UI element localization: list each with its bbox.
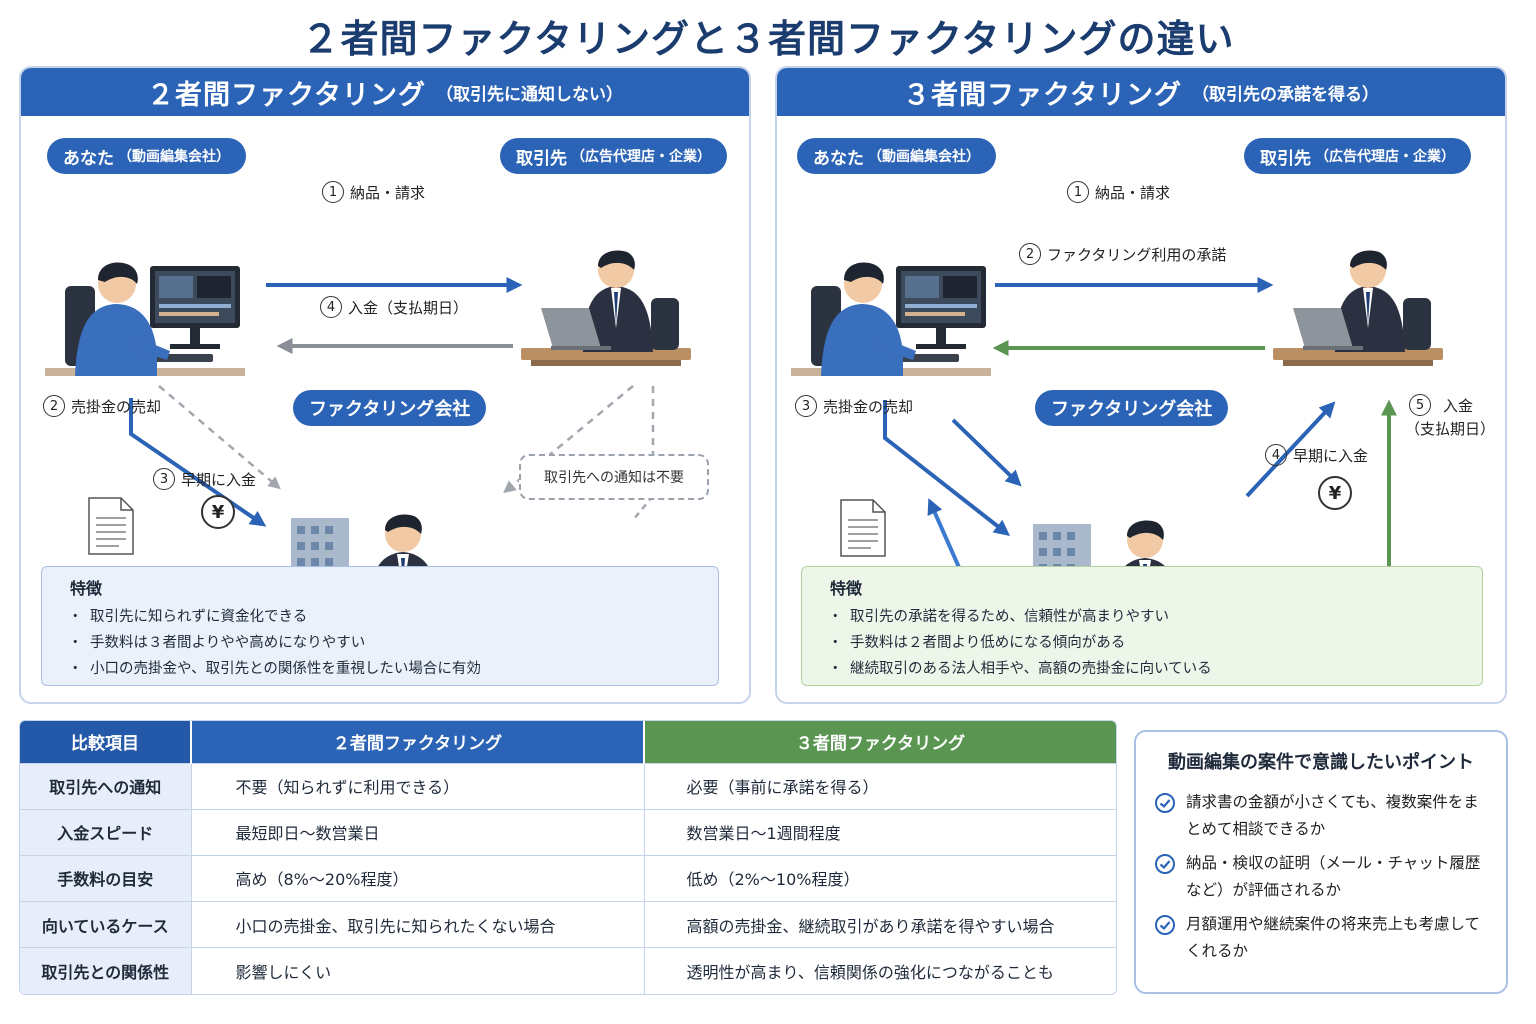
three-party-header-sub: （取引先の承諾を得る）: [1191, 84, 1379, 105]
point-item: 月額運用や継続案件の将来売上も考慮してくれるか: [1154, 914, 1488, 965]
two-party-header-sub: （取引先に通知しない）: [435, 84, 623, 105]
two-party-you-label: あなた （動画編集会社）: [47, 138, 246, 174]
point-text: 請求書の金額が小さくても、複数案件をまとめて相談できるか: [1186, 793, 1479, 838]
client-illustration: [521, 250, 691, 366]
two-party-features-title: 特徴: [70, 579, 103, 598]
feature-item: 小口の売掛金や、取引先との関係性を重視したい場合に有効: [68, 656, 704, 682]
three-party-cell: 低め（2%〜10%程度）: [643, 854, 1116, 902]
two-party-panel: ２者間ファクタリング （取引先に通知しない） あなた （動画編集会社） 取引先 …: [19, 66, 751, 704]
two-party-factoring-label: ファクタリング会社: [293, 390, 487, 426]
two-party-header: ２者間ファクタリング （取引先に通知しない）: [21, 68, 749, 116]
invoice-document-icon: [88, 497, 134, 555]
feature-item: 手数料は３者間よりやや高めになりやすい: [68, 630, 704, 656]
three-party-panel: ３者間ファクタリング （取引先の承諾を得る） あなた （動画編集会社） 取引先 …: [775, 66, 1507, 704]
feature-item: 取引先の承諾を得るため、信頼性が高まりやすい: [828, 604, 1468, 630]
point-item: 請求書の金額が小さくても、複数案件をまとめて相談できるか: [1154, 792, 1488, 843]
row-label: 入金スピード: [20, 808, 191, 856]
feature-item: 取引先に知られずに資金化できる: [68, 604, 704, 630]
arrow-payment-due: [1381, 399, 1397, 566]
arrow-sell-receivable: [883, 400, 1011, 536]
row-label: 取引先への通知: [20, 762, 191, 810]
three-party-features: 特徴 取引先の承諾を得るため、信頼性が高まりやすい 手数料は２者間より低めになる…: [801, 566, 1483, 686]
feature-item: 手数料は２者間より低めになる傾向がある: [828, 630, 1468, 656]
row-label: 手数料の目安: [20, 854, 191, 902]
page-title: ２者間ファクタリングと３者間ファクタリングの違い: [301, 17, 1235, 61]
three-party-features-title: 特徴: [830, 579, 863, 598]
two-party-features: 特徴 取引先に知られずに資金化できる 手数料は３者間よりやや高めになりやすい 小…: [41, 566, 719, 686]
table-row: 入金スピード 最短即日〜数営業日 数営業日〜1週間程度: [20, 808, 1116, 856]
points-title: 動画編集の案件で意識したいポイント: [1168, 752, 1474, 773]
factoring-company-illustration: [1033, 520, 1181, 566]
arrow-early-payment-return: [927, 498, 961, 566]
two-party-flow-diagram: [45, 250, 691, 566]
editor-illustration: [45, 262, 245, 376]
table-row: 取引先への通知 不要（知られずに利用できる） 必要（事前に承諾を得る）: [20, 762, 1116, 810]
table-row: 向いているケース 小口の売掛金、取引先に知られたくない場合 高額の売掛金、継続取…: [20, 901, 1116, 948]
arrow-notify-client: [1245, 401, 1336, 498]
client-illustration: [1273, 250, 1443, 366]
invoice-document-icon: [840, 499, 886, 557]
editor-illustration: [791, 262, 991, 376]
no-notice-note: 取引先への通知は不要: [519, 454, 709, 500]
feature-item: 継続取引のある法人相手や、高額の売掛金に向いている: [828, 656, 1468, 682]
two-party-cell: 影響しにくい: [190, 947, 644, 994]
header-three-party: ３者間ファクタリング: [643, 721, 1116, 763]
arrow-sell-receivable: [129, 398, 267, 527]
yen-icon: ¥: [1318, 476, 1352, 510]
three-party-cell: 必要（事前に承諾を得る）: [643, 762, 1116, 810]
three-party-header: ３者間ファクタリング （取引先の承諾を得る）: [777, 68, 1505, 116]
two-party-cell: 小口の売掛金、取引先に知られたくない場合: [190, 901, 644, 948]
three-party-client-label: 取引先 （広告代理店・企業）: [1244, 138, 1471, 174]
three-party-you-label: あなた （動画編集会社）: [797, 138, 996, 174]
table-row: 取引先との関係性 影響しにくい 透明性が高まり、信頼関係の強化につながることも: [20, 947, 1116, 994]
three-party-cell: 透明性が高まり、信頼関係の強化につながることも: [643, 947, 1116, 994]
point-text: 月額運用や継続案件の将来売上も考慮してくれるか: [1186, 915, 1481, 960]
three-party-cell: 高額の売掛金、継続取引があり承諾を得やすい場合: [643, 901, 1116, 948]
point-item: 納品・検収の証明（メール・チャット履歴など）が評価されるか: [1154, 853, 1488, 904]
yen-icon: ¥: [201, 495, 235, 529]
three-party-factoring-label: ファクタリング会社: [1035, 390, 1229, 426]
row-label: 向いているケース: [20, 901, 191, 948]
table-row: 手数料の目安 高め（8%〜20%程度） 低め（2%〜10%程度）: [20, 854, 1116, 902]
three-party-header-title: ３者間ファクタリング: [903, 79, 1182, 111]
two-party-header-title: ２者間ファクタリング: [147, 79, 426, 111]
three-party-cell: 数営業日〜1週間程度: [643, 808, 1116, 856]
comparison-table: 比較項目 ２者間ファクタリング ３者間ファクタリング 取引先への通知 不要（知ら…: [19, 720, 1117, 995]
header-two-party: ２者間ファクタリング: [190, 721, 644, 763]
factoring-company-illustration: [291, 514, 439, 566]
check-circle-icon: [1155, 793, 1175, 813]
two-party-cell: 高め（8%〜20%程度）: [190, 854, 644, 902]
two-party-cell: 不要（知られずに利用できる）: [190, 762, 644, 810]
points-box: 動画編集の案件で意識したいポイント 請求書の金額が小さくても、複数案件をまとめて…: [1134, 730, 1508, 994]
point-text: 納品・検収の証明（メール・チャット履歴など）が評価されるか: [1186, 854, 1481, 899]
header-item: 比較項目: [20, 721, 191, 763]
two-party-client-label: 取引先 （広告代理店・企業）: [500, 138, 727, 174]
check-circle-icon: [1155, 854, 1175, 874]
check-circle-icon: [1155, 915, 1175, 935]
two-party-cell: 最短即日〜数営業日: [190, 808, 644, 856]
row-label: 取引先との関係性: [20, 947, 191, 994]
three-party-flow-diagram: [791, 250, 1443, 566]
